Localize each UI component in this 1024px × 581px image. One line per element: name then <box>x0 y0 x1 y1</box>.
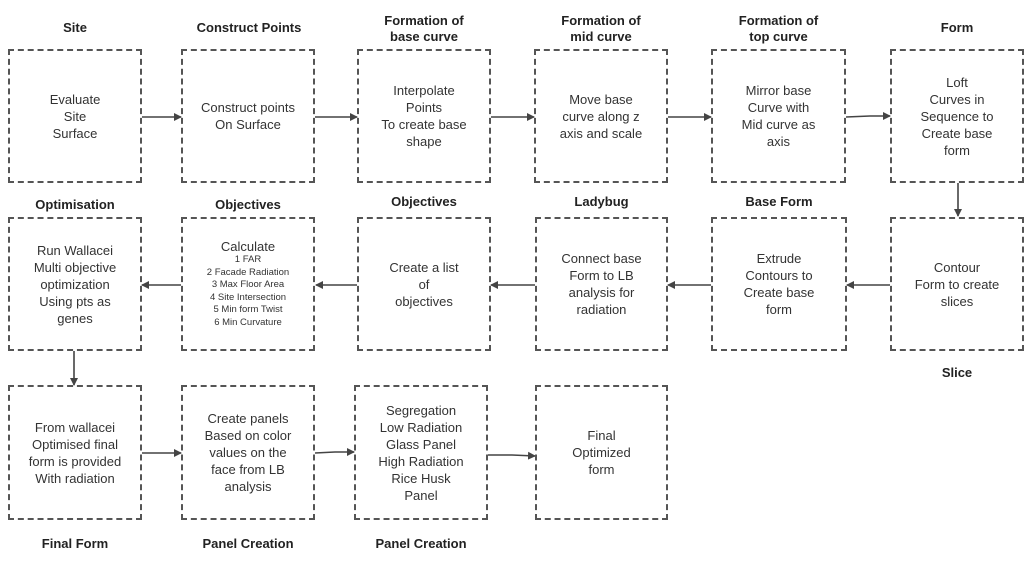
label-formation-mid-curve: Formation of mid curve <box>561 13 641 44</box>
box-move-base-curve: Move base curve along z axis and scale <box>534 49 668 183</box>
label-panel-creation-2: Panel Creation <box>375 536 467 551</box>
box-mirror-base-curve-text: Mirror base Curve with Mid curve as axis <box>741 83 816 149</box>
label-ladybug: Ladybug <box>574 194 629 209</box>
calculate-title: Calculate <box>220 239 276 254</box>
label-panel-creation-1: Panel Creation <box>202 536 294 551</box>
arrow-segregation-to-optimized <box>488 451 536 460</box>
box-segregation: Segregation Low Radiation Glass Panel Hi… <box>354 385 488 520</box>
box-segregation-text: Segregation Low Radiation Glass Panel Hi… <box>378 402 464 503</box>
box-loft-curves: Loft Curves in Sequence to Create base f… <box>890 49 1024 183</box>
box-move-base-curve-text: Move base curve along z axis and scale <box>559 91 643 141</box>
box-connect-base-form-text: Connect base Form to LB analysis for rad… <box>561 251 642 317</box>
box-create-list-text: Create a list of objectives <box>389 259 459 309</box>
box-evaluate-site: Evaluate Site Surface <box>8 49 142 183</box>
box-from-wallacei: From wallacei Optimised final form is pr… <box>8 385 142 520</box>
box-final-optimized: Final Optimized form <box>535 385 668 520</box>
box-create-list: Create a list of objectives <box>357 217 491 351</box>
box-construct-points-text: Construct points On Surface <box>201 100 295 132</box>
box-evaluate-site-text: Evaluate Site Surface <box>49 91 101 141</box>
box-mirror-base-curve: Mirror base Curve with Mid curve as axis <box>711 49 846 183</box>
box-interpolate-points-text: Interpolate Points To create base shape <box>381 83 467 149</box>
box-from-wallacei-text: From wallacei Optimised final form is pr… <box>28 419 122 486</box>
box-extrude-contours-text: Extrude Contours to Create base form <box>743 251 815 317</box>
box-run-wallacei-text: Run Wallacei Multi objective optimizatio… <box>33 242 117 326</box>
box-extrude-contours: Extrude Contours to Create base form <box>711 217 847 351</box>
label-formation-base-curve: Formation of base curve <box>384 13 464 44</box>
box-final-optimized-text: Final Optimized form <box>572 428 631 477</box>
arrow-panels-to-segregation <box>314 448 355 456</box>
box-create-panels: Create panels Based on color values on t… <box>181 385 315 520</box>
box-connect-base-form: Connect base Form to LB analysis for rad… <box>535 217 668 351</box>
label-site: Site <box>63 20 87 35</box>
label-construct-points: Construct Points <box>196 20 302 35</box>
box-interpolate-points: Interpolate Points To create base shape <box>357 49 491 183</box>
label-objectives-1: Objectives <box>215 197 281 212</box>
label-formation-top-curve: Formation of top curve <box>738 13 819 44</box>
label-form: Form <box>940 20 974 35</box>
label-final-form: Final Form <box>41 536 109 551</box>
box-create-panels-text: Create panels Based on color values on t… <box>204 411 292 494</box>
label-optimisation: Optimisation <box>35 197 115 212</box>
label-objectives-2: Objectives <box>391 194 457 209</box>
box-calculate-objectives: Calculate 1 FAR 2 Facade Radiation 3 Max… <box>181 217 315 351</box>
arrow-mirror-to-loft <box>845 112 891 120</box>
box-run-wallacei: Run Wallacei Multi objective optimizatio… <box>8 217 142 351</box>
box-construct-points: Construct points On Surface <box>181 49 315 183</box>
box-contour-form-text: Contour Form to create slices <box>914 259 1000 309</box>
box-loft-curves-text: Loft Curves in Sequence to Create base f… <box>920 74 994 158</box>
box-contour-form: Contour Form to create slices <box>890 217 1024 351</box>
label-slice: Slice <box>941 365 973 380</box>
objectives-list: 1 FAR 2 Facade Radiation 3 Max Floor Are… <box>206 254 290 328</box>
label-base-form: Base Form <box>745 194 813 209</box>
